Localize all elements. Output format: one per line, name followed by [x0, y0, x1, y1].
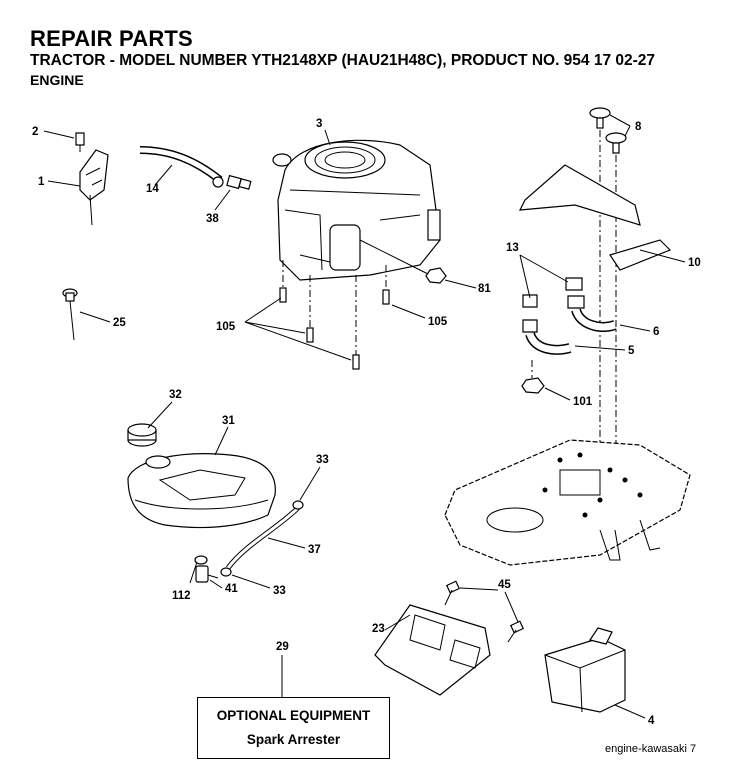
callout-29: 29 — [276, 641, 289, 653]
part-dipstick — [62, 288, 78, 341]
leader-33b — [231, 574, 271, 589]
leader-33a — [299, 466, 321, 501]
callout-45: 45 — [498, 579, 511, 591]
part-fuel-line — [220, 500, 304, 577]
callout-33b: 33 — [273, 585, 286, 597]
callout-25: 25 — [113, 317, 126, 329]
optional-equipment-item: Spark Arrester — [246, 732, 341, 747]
callout-5: 5 — [628, 345, 635, 357]
part-nut-101 — [521, 360, 545, 394]
leader-1 — [47, 180, 81, 187]
leader-23 — [384, 614, 411, 631]
part-bolts-45 — [444, 580, 525, 643]
callout-32: 32 — [169, 389, 182, 401]
callout-105a: 105 — [216, 321, 236, 333]
callout-3: 3 — [316, 118, 322, 130]
callout-10: 10 — [688, 257, 701, 269]
leader-10 — [639, 249, 686, 263]
leader-6 — [619, 324, 651, 332]
leader-81 — [444, 279, 477, 289]
leader-81-engine — [359, 239, 429, 275]
part-knobs-8 — [589, 107, 627, 470]
part-muffler-bracket — [374, 604, 491, 696]
callout-13: 13 — [506, 242, 519, 254]
part-nut-81 — [425, 267, 447, 284]
section-label: ENGINE — [30, 72, 84, 88]
part-throttle-bracket — [75, 132, 109, 226]
callout-31: 31 — [222, 415, 235, 427]
callout-33a: 33 — [316, 454, 329, 466]
part-shutoff-valve — [194, 555, 219, 583]
page-footer: engine-kawasaki 7 — [605, 743, 697, 755]
part-engine — [272, 139, 441, 281]
leader-112 — [189, 561, 198, 584]
callout-2: 2 — [32, 126, 38, 138]
part-exhaust-pipes — [522, 277, 617, 355]
leader-4 — [614, 704, 646, 719]
part-frame-plate — [444, 439, 691, 566]
optional-equipment-box: OPTIONAL EQUIPMENT Spark Arrester — [197, 697, 390, 759]
callout-1: 1 — [38, 176, 45, 188]
leader-105b — [391, 304, 426, 319]
leader-13a — [519, 254, 569, 283]
leader-45a — [459, 587, 499, 591]
leader-37 — [267, 537, 306, 549]
part-muffler — [544, 627, 626, 713]
page-subtitle: TRACTOR - MODEL NUMBER YTH2148XP (HAU21H… — [30, 52, 656, 69]
callout-8: 8 — [635, 121, 642, 133]
callout-6: 6 — [653, 326, 659, 338]
callout-38: 38 — [206, 213, 219, 225]
callout-4: 4 — [648, 715, 655, 727]
leader-45b — [504, 591, 519, 623]
leader-25 — [79, 311, 111, 323]
leader-105a-1 — [244, 297, 282, 323]
leader-13b — [519, 254, 531, 299]
callout-105b: 105 — [428, 316, 448, 328]
leader-38 — [214, 189, 231, 211]
leader-32 — [147, 401, 173, 429]
leader-105a-3 — [244, 321, 352, 361]
callout-14: 14 — [146, 183, 159, 195]
callout-23: 23 — [372, 623, 385, 635]
part-fuel-tank — [127, 453, 276, 529]
optional-equipment-title: OPTIONAL EQUIPMENT — [216, 708, 371, 723]
part-heat-shield — [518, 164, 672, 271]
page-title: REPAIR PARTS — [30, 26, 193, 51]
leader-41 — [209, 579, 223, 589]
callout-37: 37 — [308, 544, 321, 556]
part-fuel-fitting — [212, 174, 252, 190]
part-bolts-105 — [279, 260, 390, 370]
leader-31 — [214, 426, 229, 456]
callout-101: 101 — [573, 396, 593, 408]
leader-101 — [544, 387, 571, 401]
part-fuel-hose — [139, 146, 223, 184]
callout-41: 41 — [225, 583, 238, 595]
leader-8b — [624, 125, 631, 137]
callout-112: 112 — [172, 590, 191, 602]
callout-81: 81 — [478, 283, 491, 295]
leader-105a-2 — [244, 321, 306, 334]
leader-8a — [609, 114, 631, 127]
leader-2 — [43, 130, 75, 139]
leader-14 — [154, 164, 173, 186]
part-fuel-cap — [127, 423, 157, 447]
leader-5 — [574, 345, 626, 351]
leader-3 — [324, 129, 331, 146]
